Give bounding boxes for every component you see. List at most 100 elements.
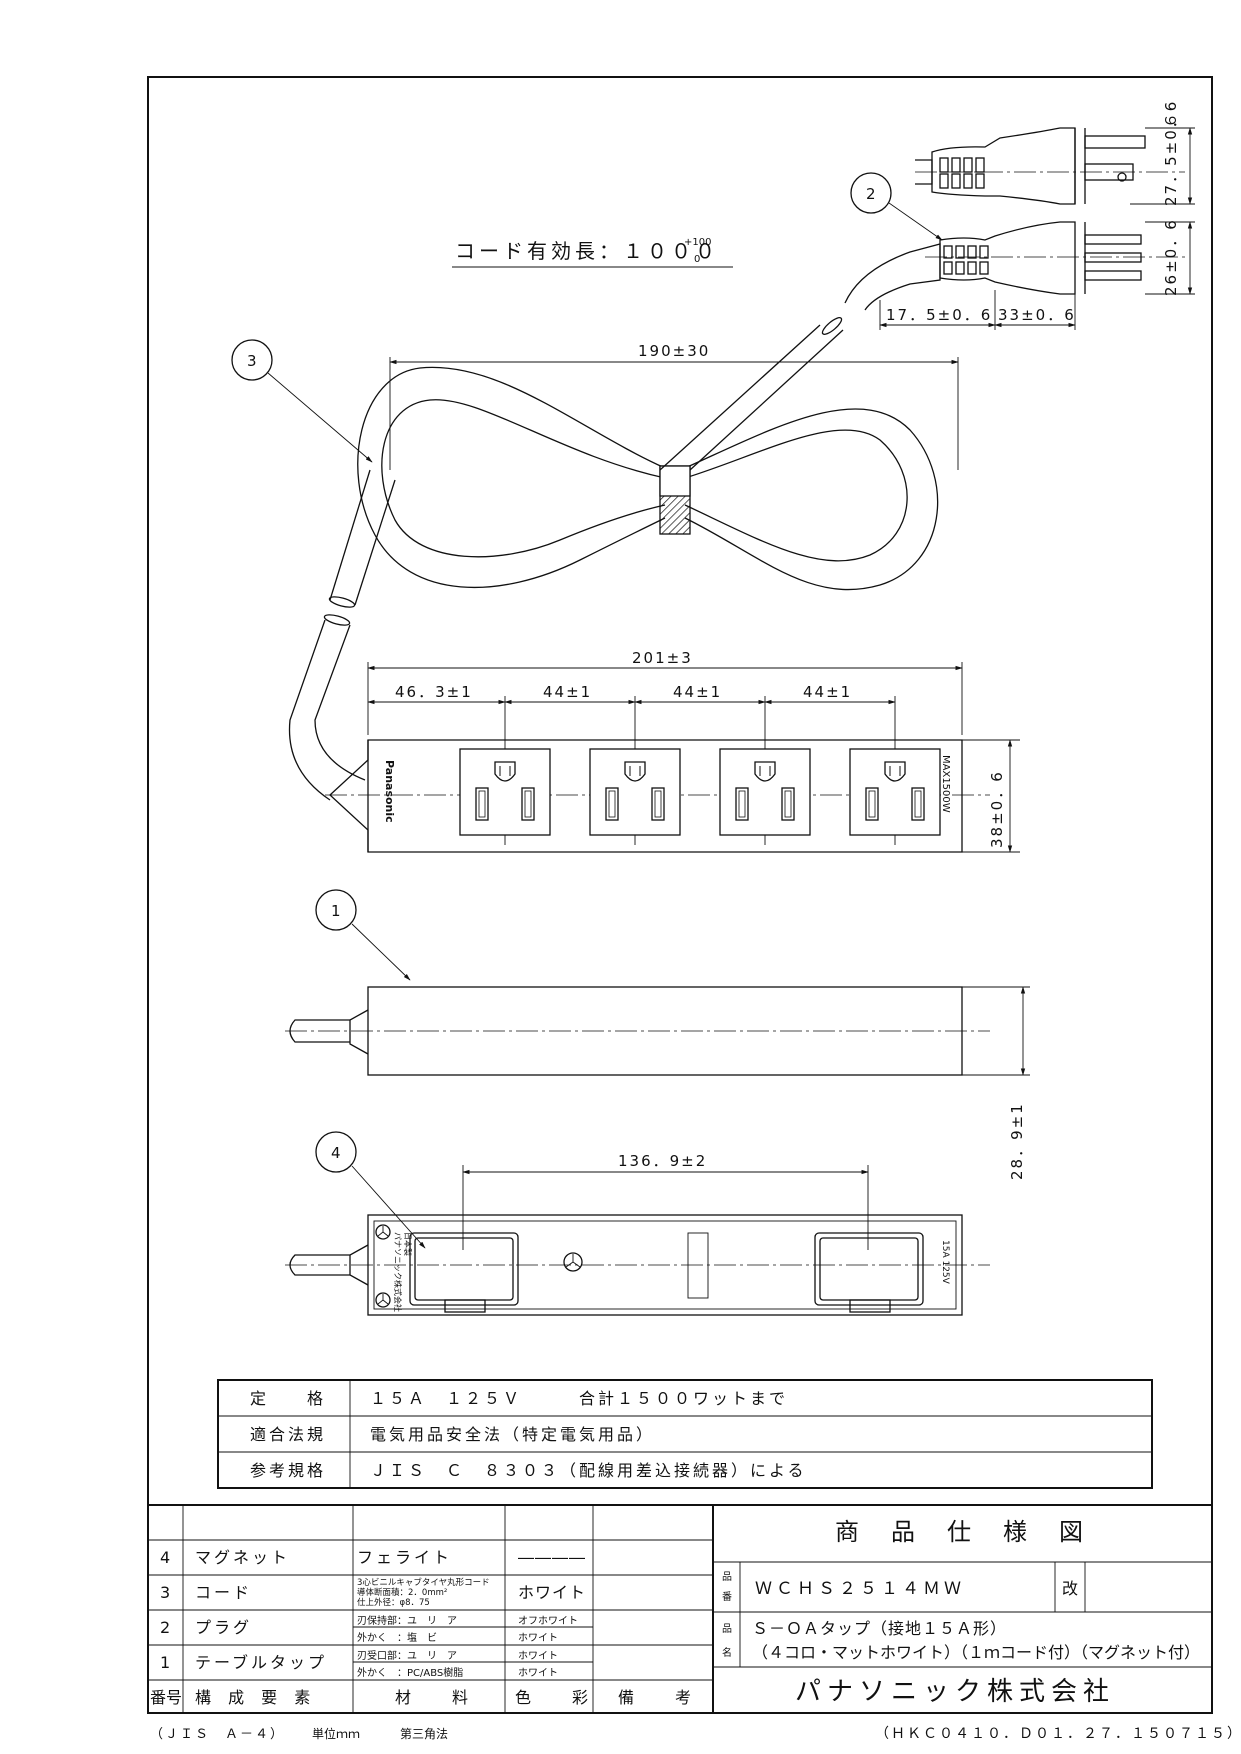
- part-material: 導体断面積：2．0mm²: [357, 1587, 447, 1598]
- part-element: マグネット: [195, 1548, 290, 1567]
- dim-pitch-3: 44±1: [803, 683, 852, 701]
- part-no: 2: [160, 1618, 173, 1637]
- footer-projection: 第三角法: [400, 1727, 448, 1741]
- screw-icon: [563, 1252, 583, 1272]
- parts-header-no: 番号: [150, 1688, 182, 1707]
- screw-icon: [375, 1224, 391, 1240]
- hinmei-line1: Ｓ－ＯＡタップ（接地１５Ａ形）: [752, 1619, 1007, 1638]
- blade-slot-icon: [911, 787, 925, 821]
- spec-standard-value: ＪＩＳ Ｃ ８３０３（配線用差込接続器）による: [370, 1461, 807, 1480]
- parts-header-color: 色 彩: [515, 1688, 591, 1707]
- dim-plug-width: 26±0．6: [1162, 218, 1180, 296]
- dim-pitch-2: 44±1: [673, 683, 722, 701]
- outlet-1: [459, 748, 551, 836]
- blade-slot-icon: [605, 787, 619, 821]
- callout-3-label: 3: [247, 352, 259, 370]
- blade-slot-icon: [781, 787, 795, 821]
- part-material: 3心ビニルキャブタイヤ丸形コード: [357, 1577, 490, 1588]
- cord-length-tol-lower: 0: [694, 254, 700, 265]
- hinban-label-2: 番: [722, 1591, 732, 1603]
- callout-3: [231, 339, 273, 381]
- outlet-group: [459, 748, 941, 836]
- callout-4-label: 4: [331, 1144, 343, 1162]
- callout-1: [315, 889, 357, 931]
- cord-length-tol-upper: +100: [684, 237, 711, 248]
- part-material: 刃受口部：ユ リ ア: [357, 1649, 457, 1662]
- part-color: ――――: [518, 1548, 586, 1567]
- plug-top-view: [915, 127, 1185, 205]
- dim-plug-top-extra: ６: [1162, 111, 1180, 128]
- parts-table: [148, 1504, 1212, 1713]
- callout-4: [315, 1131, 357, 1173]
- ground-slot-icon: [754, 761, 776, 782]
- spec-law-label: 適合法規: [250, 1425, 326, 1444]
- part-no: 1: [160, 1653, 173, 1672]
- part-material: 仕上外径：φ8．75: [357, 1597, 430, 1608]
- blade-slot-icon: [735, 787, 749, 821]
- part-material: フェライト: [357, 1548, 452, 1567]
- spec-rating-label: 定 格: [250, 1389, 326, 1408]
- part-element: コード: [195, 1583, 252, 1602]
- part-no: 4: [160, 1548, 173, 1567]
- part-color: ホワイト: [518, 1632, 558, 1644]
- part-color: ホワイト: [518, 1650, 558, 1662]
- hinban-value: ＷＣＨＳ２５１４ＭＷ: [755, 1579, 965, 1599]
- screw-icon: [375, 1292, 391, 1308]
- dim-cord-loop: 190±30: [638, 342, 710, 360]
- callout-2-label: 2: [866, 185, 878, 203]
- dim-plug-body: 17．5±0．6: [886, 306, 992, 324]
- company-name: パナソニック株式会社: [795, 1677, 1115, 1707]
- hinban-label: 品: [722, 1571, 732, 1583]
- blade-slot-icon: [865, 787, 879, 821]
- parts-header-remarks: 備 考: [618, 1688, 694, 1707]
- part-color: オフホワイト: [518, 1615, 578, 1627]
- title-block-title: 商品仕様図: [835, 1518, 1115, 1546]
- parts-header-material: 材 料: [395, 1688, 471, 1707]
- spec-rating-value: １５Ａ １２５Ｖ 合計１５００ワットまで: [370, 1389, 788, 1408]
- cord-length-label: コード有効長：１０００: [455, 239, 719, 263]
- tap-brand-label: Panasonic: [383, 760, 396, 823]
- spec-law-value: 電気用品安全法（特定電気用品）: [370, 1425, 655, 1444]
- dim-magnet-pitch: 136．9±2: [618, 1152, 707, 1170]
- callout-1-label: 1: [331, 902, 343, 920]
- hinmei-label-2: 名: [722, 1646, 732, 1659]
- dim-pitch-1: 44±1: [543, 683, 592, 701]
- tap-side-view: [285, 986, 1030, 1076]
- parts-header-element: 構 成 要 素: [195, 1688, 316, 1707]
- ground-slot-icon: [884, 761, 906, 782]
- blade-slot-icon: [475, 787, 489, 821]
- spec-table: [217, 1379, 1153, 1489]
- plug-side-view: [844, 127, 1195, 330]
- tap-max-rating-label: MAX1500W: [940, 755, 951, 813]
- callout-2: [850, 172, 892, 214]
- bottom-origin-label: 日本製: [403, 1232, 413, 1256]
- outlet-4: [849, 748, 941, 836]
- part-color: ホワイト: [518, 1583, 586, 1602]
- spec-standard-label: 参考規格: [250, 1461, 326, 1480]
- hinmei-line2: （４コロ・マットホワイト）（１ｍコード付）（マグネット付）: [752, 1643, 1200, 1662]
- part-material: 外かく ：塩 ビ: [357, 1631, 437, 1644]
- part-material: 外かく ：PC/ABS樹脂: [357, 1666, 463, 1679]
- cord-bundle: [288, 317, 959, 801]
- blade-slot-icon: [651, 787, 665, 821]
- part-no: 3: [160, 1583, 173, 1602]
- outlet-2: [589, 748, 681, 836]
- dim-tap-length: 201±3: [632, 649, 693, 667]
- dim-tap-width: 38±0．6: [988, 770, 1006, 848]
- blade-slot-icon: [521, 787, 535, 821]
- dim-plug-pin-span: 27．5±0．6: [1162, 100, 1180, 206]
- outlet-3: [719, 748, 811, 836]
- bottom-rating-label: 15A 125V: [940, 1240, 950, 1285]
- part-material: 刃保持部：ユ リ ア: [357, 1614, 457, 1627]
- footer-paper: （ＪＩＳ Ａ－４）: [150, 1727, 285, 1742]
- part-color: ホワイト: [518, 1667, 558, 1679]
- ground-slot-icon: [624, 761, 646, 782]
- tap-bottom-view: パナソニック株式会社 日本製 15A 125V: [285, 1165, 990, 1316]
- part-element: テーブルタップ: [195, 1653, 327, 1672]
- dim-tap-height: 28．9±1: [1008, 1102, 1026, 1180]
- hinmei-label: 品: [722, 1623, 732, 1635]
- parts-rows: 4 マグネット フェライト ―――― 3 コード 3心ビニルキャブタイヤ丸形コード導体断面積…: [160, 1548, 586, 1679]
- dim-first-pitch: 46．3±1: [395, 683, 473, 701]
- footer-doc-no: （ＨＫＣ０４１０．Ｄ０１．２７．１５０７１５）: [875, 1726, 1241, 1742]
